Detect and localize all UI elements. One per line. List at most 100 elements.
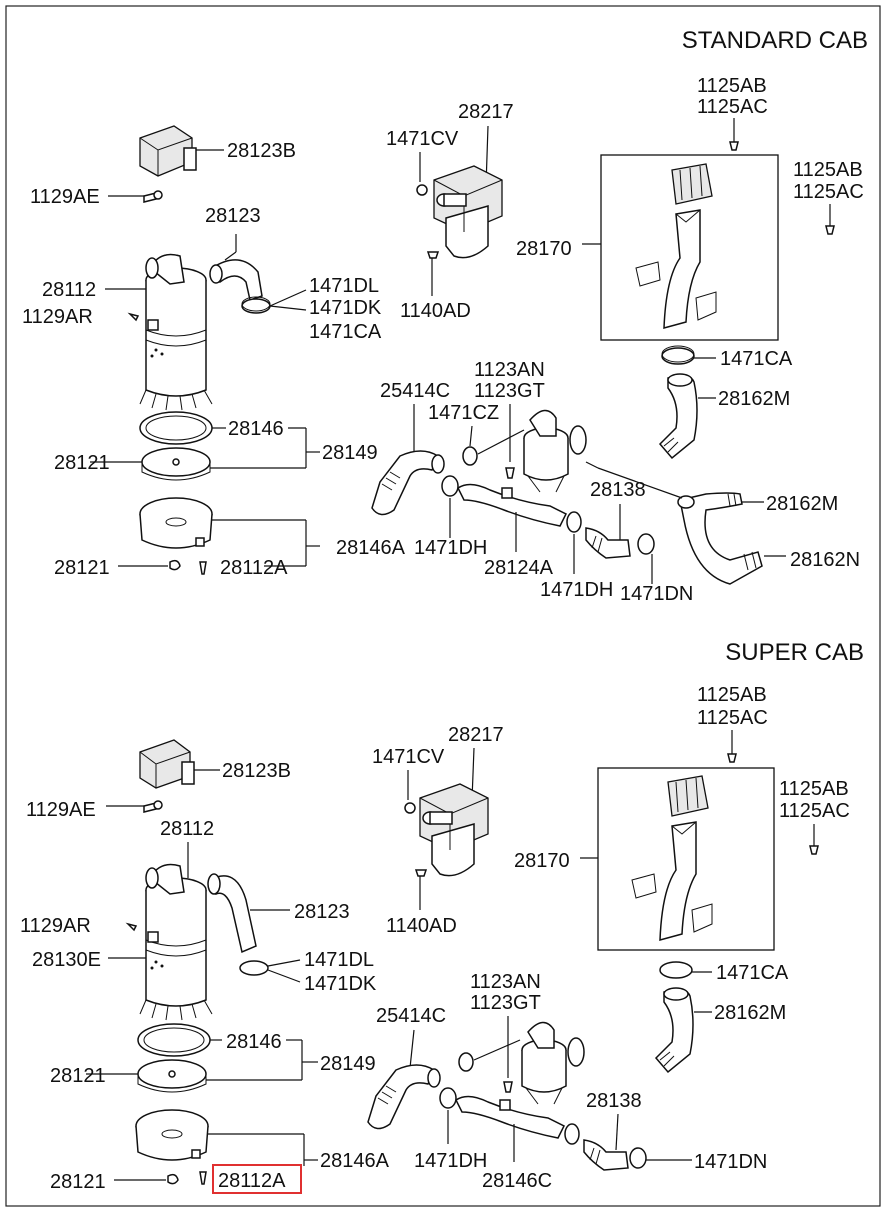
label-1140ad-super[interactable]: 1140AD	[386, 915, 457, 937]
label-28123-super[interactable]: 28123	[294, 901, 350, 923]
label-1123gt[interactable]: 1123GT	[474, 380, 545, 402]
label-28123[interactable]: 28123	[205, 205, 261, 227]
label-1471cv[interactable]: 1471CV	[386, 128, 459, 150]
label-1471ca[interactable]: 1471CA	[309, 321, 382, 343]
label-28112[interactable]: 28112	[42, 279, 96, 301]
label-28217[interactable]: 28217	[458, 101, 514, 123]
label-1471dh-b[interactable]: 1471DH	[540, 579, 613, 601]
label-28123b-super[interactable]: 28123B	[222, 760, 291, 782]
air-cleaner-body-part-super	[139, 863, 213, 1021]
label-25414c[interactable]: 25414C	[380, 380, 450, 402]
label-1471dl-super[interactable]: 1471DL	[304, 949, 374, 971]
label-28112a-super[interactable]: 28112A	[218, 1170, 286, 1192]
cover-part	[141, 447, 211, 481]
label-28112-super[interactable]: 28112	[160, 818, 214, 840]
clamp-ca-part-super	[659, 961, 693, 979]
label-1471dk[interactable]: 1471DK	[309, 297, 382, 319]
label-28162n[interactable]: 28162N	[790, 549, 860, 571]
clamp-cz-part-super	[458, 1052, 474, 1072]
label-28170[interactable]: 28170	[516, 238, 572, 260]
label-1125ab-b[interactable]: 1125AB	[793, 159, 863, 181]
label-28146a-super[interactable]: 28146A	[320, 1150, 390, 1172]
label-28130e[interactable]: 28130E	[32, 949, 101, 971]
label-28146c[interactable]: 28146C	[482, 1170, 552, 1192]
filter-element-part	[139, 411, 213, 445]
label-1129ae-super[interactable]: 1129AE	[26, 799, 96, 821]
label-1471dn[interactable]: 1471DN	[620, 583, 693, 605]
cover-part-super	[137, 1059, 207, 1093]
selected-part-highlight	[212, 1164, 302, 1194]
reservoir-part	[433, 165, 503, 259]
hose-28162m-part-super	[654, 987, 694, 1074]
resonator-hose-part	[585, 527, 631, 559]
clamp-cz-part	[462, 446, 478, 466]
hose-28146c-part	[455, 1095, 566, 1139]
label-1471cz[interactable]: 1471CZ	[428, 402, 499, 424]
label-1125ac-b[interactable]: 1125AC	[793, 181, 864, 203]
label-28124a[interactable]: 28124A	[484, 557, 554, 579]
label-1471dn-super[interactable]: 1471DN	[694, 1151, 767, 1173]
label-28138-super[interactable]: 28138	[586, 1090, 642, 1112]
super-cab-section: SUPER CAB 28123B 1129AE 28112 1129AR 281…	[20, 639, 864, 1194]
label-1471dk-super[interactable]: 1471DK	[304, 973, 377, 995]
label-1125ac-b-super[interactable]: 1125AC	[779, 800, 850, 822]
bowl-part	[139, 497, 213, 549]
resonator-part	[523, 409, 587, 493]
label-1123gt-super[interactable]: 1123GT	[470, 992, 541, 1014]
label-28121-super[interactable]: 28121	[50, 1065, 106, 1087]
label-28121-lower-super[interactable]: 28121	[50, 1171, 106, 1193]
label-28217-super[interactable]: 28217	[448, 724, 504, 746]
elbow-hose-part	[209, 259, 263, 301]
label-28146-super[interactable]: 28146	[226, 1031, 282, 1053]
label-28112a[interactable]: 28112A	[220, 557, 288, 579]
label-1125ab-b-super[interactable]: 1125AB	[779, 778, 849, 800]
hose-28124a-part	[457, 483, 568, 527]
clamp-dh-part-super	[439, 1087, 457, 1109]
label-28162m-super[interactable]: 28162M	[714, 1002, 786, 1024]
label-1129ar[interactable]: 1129AR	[22, 306, 93, 328]
label-28149-super[interactable]: 28149	[320, 1053, 376, 1075]
snorkel-part-super	[631, 775, 713, 941]
clamp-part-super	[239, 960, 269, 976]
bracket-part	[139, 125, 224, 177]
label-1123an-super[interactable]: 1123AN	[470, 971, 541, 993]
standard-cab-section: STANDARD CAB 28123B 1129AE 28123 1471	[22, 27, 868, 605]
label-1471ca-right[interactable]: 1471CA	[720, 348, 793, 370]
label-1129ar-super[interactable]: 1129AR	[20, 915, 91, 937]
snorkel-callout-box-super	[597, 767, 775, 951]
label-1125ac-a-super[interactable]: 1125AC	[697, 707, 768, 729]
label-28121-lower[interactable]: 28121	[54, 557, 110, 579]
label-1123an[interactable]: 1123AN	[474, 359, 545, 381]
label-1129ae[interactable]: 1129AE	[30, 186, 100, 208]
label-28121[interactable]: 28121	[54, 452, 110, 474]
label-28146a[interactable]: 28146A	[336, 537, 406, 559]
clamp-ca-part	[661, 345, 695, 365]
label-28149[interactable]: 28149	[322, 442, 378, 464]
clamp-dh-a-part	[441, 475, 459, 497]
label-28162m-low[interactable]: 28162M	[766, 493, 838, 515]
hose-28162m-part	[658, 373, 698, 460]
label-28123b[interactable]: 28123B	[227, 140, 296, 162]
label-1125ac-a[interactable]: 1125AC	[697, 96, 768, 118]
clamp-dh-b-part	[566, 511, 582, 533]
bowl-part-super	[135, 1109, 209, 1161]
label-1125ab-a[interactable]: 1125AB	[697, 75, 767, 97]
clamp-part	[241, 296, 271, 314]
label-1125ab-a-super[interactable]: 1125AB	[697, 684, 767, 706]
label-28162m-top[interactable]: 28162M	[718, 388, 790, 410]
label-1471dh-super[interactable]: 1471DH	[414, 1150, 487, 1172]
clamp-dh-b-part-super	[564, 1123, 580, 1145]
label-1471cv-super[interactable]: 1471CV	[372, 746, 445, 768]
label-25414c-super[interactable]: 25414C	[376, 1005, 446, 1027]
air-cleaner-body-part	[139, 253, 213, 411]
label-1471ca-super[interactable]: 1471CA	[716, 962, 789, 984]
label-28138[interactable]: 28138	[590, 479, 646, 501]
label-1471dl[interactable]: 1471DL	[309, 275, 379, 297]
filter-element-part-super	[137, 1023, 211, 1057]
label-28146[interactable]: 28146	[228, 418, 284, 440]
bolt-part	[108, 190, 163, 203]
label-1140ad[interactable]: 1140AD	[400, 300, 471, 322]
label-28170-super[interactable]: 28170	[514, 850, 570, 872]
label-1471dh-a[interactable]: 1471DH	[414, 537, 487, 559]
